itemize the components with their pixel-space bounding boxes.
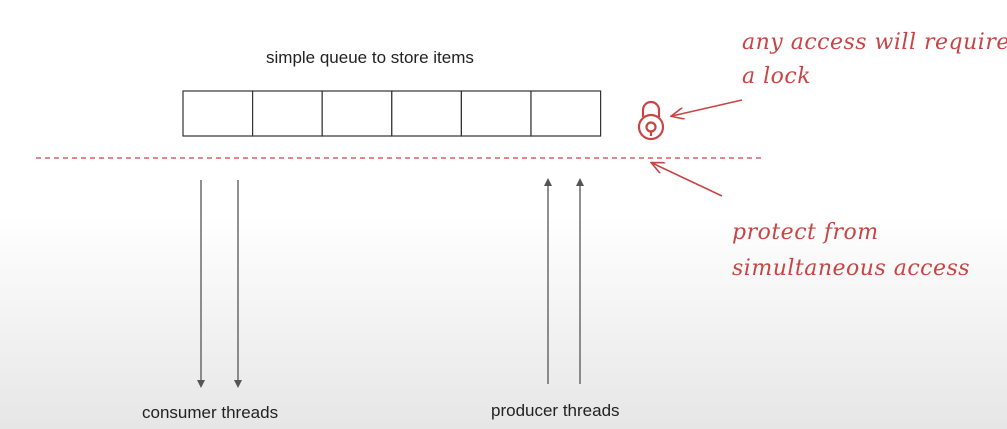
- protect-annotation-line1: protect from: [732, 220, 879, 245]
- queue-cell: [252, 90, 323, 137]
- lock-annotation-line2: a lock: [742, 64, 812, 89]
- queue-cell: [530, 90, 602, 137]
- lock-annotation-line1: any access will require: [742, 30, 1007, 55]
- queue-cell: [391, 90, 462, 137]
- queue-cells: [182, 90, 602, 137]
- boundary-annotation-arrow: [652, 163, 723, 197]
- queue-cell: [460, 90, 532, 137]
- queue-cell: [321, 90, 393, 137]
- queue-cell: [182, 90, 254, 137]
- consumer-threads-label: consumer threads: [142, 403, 279, 422]
- queue-title: simple queue to store items: [266, 48, 474, 67]
- lock-icon: [637, 100, 665, 141]
- producer-threads-label: producer threads: [491, 401, 620, 420]
- lock-annotation-arrow: [672, 99, 743, 116]
- protect-annotation-line2: simultaneous access: [732, 256, 971, 281]
